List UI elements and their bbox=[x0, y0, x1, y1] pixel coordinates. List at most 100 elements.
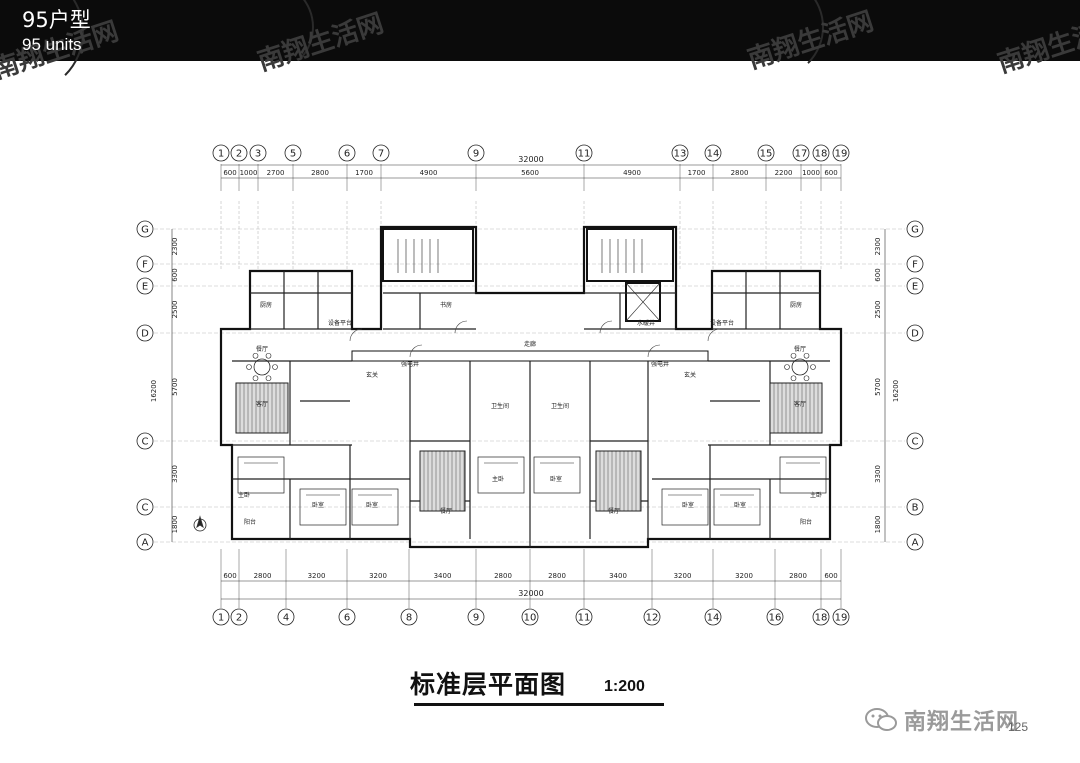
room-label: 阳台 bbox=[800, 518, 812, 526]
axis-bubble-top-label: 5 bbox=[290, 149, 296, 160]
room-label: 餐厅 bbox=[794, 345, 806, 353]
axis-bubble-top bbox=[832, 144, 850, 162]
axis-bubble-bottom bbox=[230, 608, 248, 626]
dimension-right: 5700 bbox=[874, 378, 882, 396]
room-label: 走廊 bbox=[524, 340, 536, 348]
axis-bubble-bottom bbox=[704, 608, 722, 626]
axis-bubble-bottom-label: 14 bbox=[707, 613, 720, 624]
axis-bubble-bottom-label: 18 bbox=[815, 613, 828, 624]
balcony-hatch bbox=[235, 382, 289, 434]
axis-bubble-top bbox=[812, 144, 830, 162]
room-label: 设备平台 bbox=[328, 319, 352, 327]
bed bbox=[661, 488, 709, 526]
dining-chair bbox=[272, 364, 278, 370]
dimension-bottom: 2800 bbox=[494, 572, 512, 580]
axis-bubble-left-label: E bbox=[142, 282, 148, 293]
dimension-top: 2700 bbox=[267, 169, 285, 177]
room-label: 强电井 bbox=[651, 360, 669, 368]
dimension-right: 2300 bbox=[874, 238, 882, 256]
room-label: 主卧 bbox=[492, 475, 504, 483]
axis-bubble-bottom-label: 4 bbox=[283, 613, 289, 624]
axis-bubble-left bbox=[136, 324, 154, 342]
dining-table bbox=[791, 358, 809, 376]
axis-bubble-top bbox=[372, 144, 390, 162]
dimension-bottom: 3400 bbox=[434, 572, 452, 580]
axis-bubble-bottom-label: 10 bbox=[524, 613, 537, 624]
room-label: 卧室 bbox=[682, 501, 694, 509]
dimension-right: 1800 bbox=[874, 516, 882, 534]
room-label: 卧室 bbox=[550, 475, 562, 483]
bed bbox=[237, 456, 285, 494]
dining-chair bbox=[810, 364, 816, 370]
dimension-left: 3300 bbox=[171, 465, 179, 483]
dining-chair bbox=[803, 375, 810, 382]
dimension-right: 600 bbox=[874, 268, 882, 281]
axis-bubble-top-label: 15 bbox=[760, 149, 773, 160]
axis-bubble-left-label: F bbox=[142, 260, 148, 271]
axis-bubble-right-label: B bbox=[912, 503, 919, 514]
axis-bubble-top-label: 19 bbox=[835, 149, 848, 160]
drawing-title: 标准层平面图 bbox=[410, 670, 567, 699]
dimension-bottom: 3400 bbox=[609, 572, 627, 580]
dimension-bottom: 600 bbox=[223, 572, 236, 580]
dimension-right: 2500 bbox=[874, 301, 882, 319]
room-label: 卧室 bbox=[366, 501, 378, 509]
dining-chair bbox=[252, 375, 259, 382]
building-outline bbox=[219, 225, 843, 549]
page-number: 125 bbox=[1008, 720, 1029, 734]
room-label: 主卧 bbox=[238, 491, 250, 499]
dimension-bottom: 2800 bbox=[548, 572, 566, 580]
door-swing bbox=[707, 328, 721, 342]
axis-bubble-top bbox=[671, 144, 689, 162]
dining-chair bbox=[246, 364, 252, 370]
axis-bubble-top-label: 14 bbox=[707, 149, 720, 160]
brand-logo: 南翔生活网 bbox=[864, 705, 1019, 735]
dimension-bottom: 3200 bbox=[674, 572, 692, 580]
axis-bubble-bottom-label: 9 bbox=[473, 613, 479, 624]
room-label: 客厅 bbox=[256, 400, 268, 408]
dimension-top: 1700 bbox=[355, 169, 373, 177]
axis-bubble-left bbox=[136, 255, 154, 273]
dimension-bottom: 2800 bbox=[789, 572, 807, 580]
axis-bubble-bottom bbox=[812, 608, 830, 626]
dimension-top: 1700 bbox=[688, 169, 706, 177]
axis-bubble-left-label: D bbox=[141, 329, 149, 340]
wall-outline bbox=[219, 225, 843, 549]
dimension-top: 5600 bbox=[521, 169, 539, 177]
axis-bubble-bottom-label: 16 bbox=[769, 613, 782, 624]
dimension-right: 3300 bbox=[874, 465, 882, 483]
dimension-bottom: 3200 bbox=[308, 572, 326, 580]
axis-bubble-bottom bbox=[277, 608, 295, 626]
room-labels: 厨房厨房餐厅餐厅客厅客厅主卧主卧卧室卧室卧室卧室阳台阳台设备平台设备平台走廊水暖… bbox=[238, 301, 822, 526]
dimension-left: 2500 bbox=[171, 301, 179, 319]
axis-bubble-right-label: D bbox=[911, 329, 919, 340]
bed bbox=[533, 456, 581, 494]
dimension-top: 4900 bbox=[420, 169, 438, 177]
room-label: 餐厅 bbox=[440, 507, 452, 515]
door-swing bbox=[647, 344, 661, 358]
axis-bubble-top-label: 18 bbox=[815, 149, 828, 160]
dimension-top: 600 bbox=[824, 169, 837, 177]
dimension-bottom: 3200 bbox=[369, 572, 387, 580]
plan-details bbox=[193, 239, 830, 547]
axis-bubble-top bbox=[249, 144, 267, 162]
brand-logo-text: 南翔生活网 bbox=[904, 710, 1020, 735]
dining-chair bbox=[265, 352, 272, 359]
axis-bubble-bottom-label: 2 bbox=[236, 613, 242, 624]
drawing-scale: 1:200 bbox=[604, 678, 645, 695]
balcony-hatch bbox=[595, 450, 642, 512]
axis-bubble-right bbox=[906, 220, 924, 238]
central-corridor bbox=[351, 350, 709, 362]
axis-bubble-bottom bbox=[400, 608, 418, 626]
title-underline bbox=[414, 703, 664, 706]
bed bbox=[351, 488, 399, 526]
elevator-cross bbox=[625, 282, 661, 322]
dining-chair bbox=[790, 375, 797, 382]
chat-bubble-icon bbox=[865, 708, 897, 731]
dining-chair bbox=[784, 364, 790, 370]
dimension-top: 1000 bbox=[802, 169, 820, 177]
bed bbox=[477, 456, 525, 494]
room-label: 厨房 bbox=[790, 301, 802, 309]
bed bbox=[299, 488, 347, 526]
